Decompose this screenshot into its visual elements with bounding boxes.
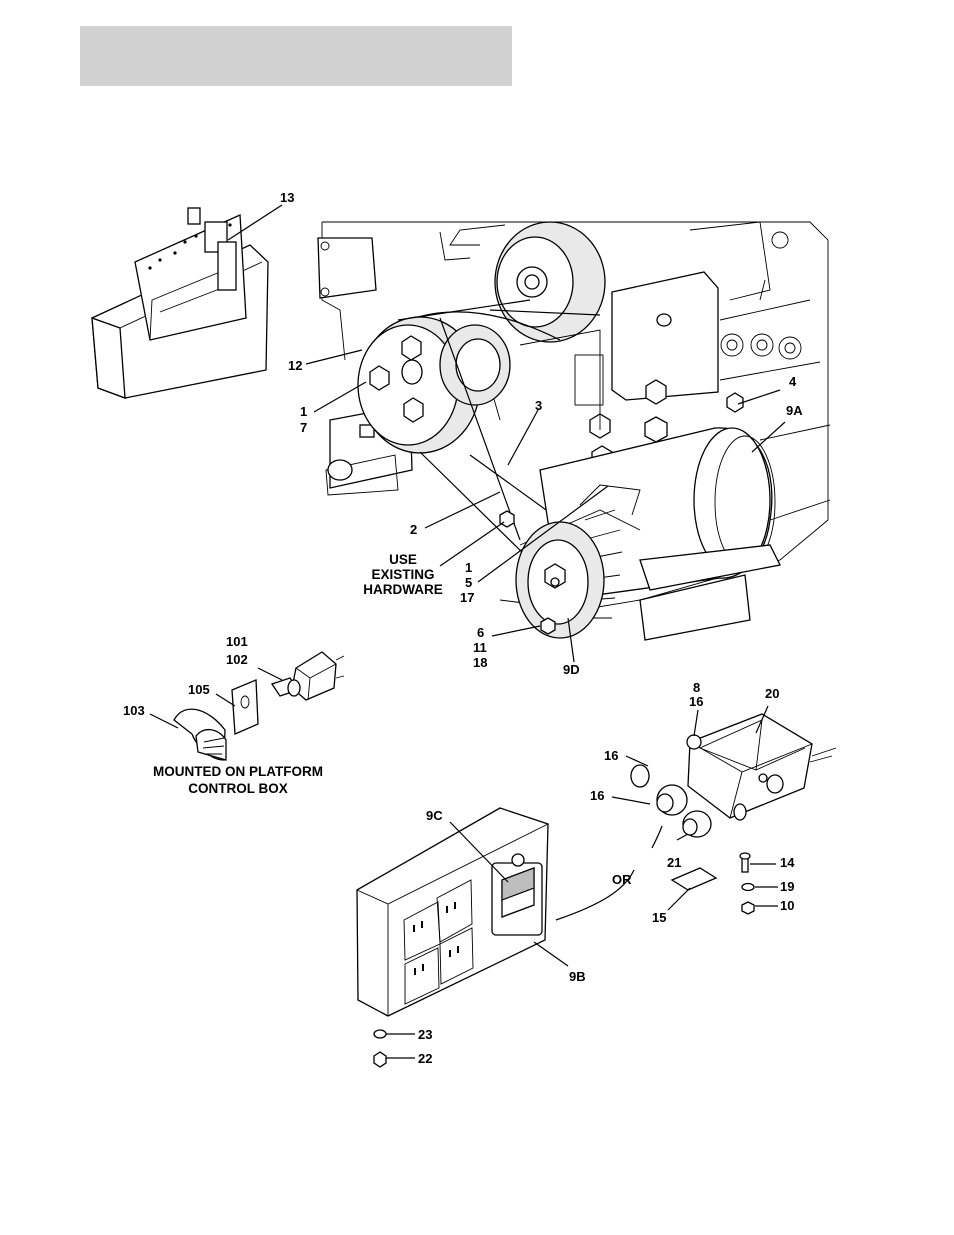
toggle-switch-icon xyxy=(272,652,344,700)
callout-11: 11 xyxy=(473,640,487,655)
callout-22: 22 xyxy=(418,1051,432,1066)
callout-1b: 1 xyxy=(465,560,472,575)
outlet-box-icon xyxy=(357,808,548,1016)
callout-16a: 16 xyxy=(689,694,703,709)
callout-4: 4 xyxy=(789,374,797,389)
callout-2: 2 xyxy=(410,522,417,537)
mounted-line1: MOUNTED ON PLATFORM xyxy=(153,764,323,779)
callout-3: 3 xyxy=(535,398,542,413)
callout-102: 102 xyxy=(226,652,248,667)
callout-18: 18 xyxy=(473,655,487,670)
callout-15: 15 xyxy=(652,910,666,925)
callout-or: OR xyxy=(612,872,632,887)
callout-16c: 16 xyxy=(590,788,604,803)
callout-101: 101 xyxy=(226,634,248,649)
bracket-icon xyxy=(92,208,268,398)
callout-21: 21 xyxy=(667,855,681,870)
use-existing-line1: USE xyxy=(389,552,417,567)
generator-icon xyxy=(500,425,830,640)
pulley-icon xyxy=(358,317,510,453)
guard-icon xyxy=(174,709,226,760)
callout-13: 13 xyxy=(280,190,294,205)
callout-6: 6 xyxy=(477,625,484,640)
callout-16b: 16 xyxy=(604,748,618,763)
callout-23: 23 xyxy=(418,1027,432,1042)
callout-19: 19 xyxy=(780,879,794,894)
callout-8: 8 xyxy=(693,680,700,695)
callout-14: 14 xyxy=(780,855,795,870)
callout-9B: 9B xyxy=(569,969,586,984)
callout-9C: 9C xyxy=(426,808,443,823)
junction-box-icon xyxy=(631,714,836,837)
callout-1: 1 xyxy=(300,404,307,419)
use-existing-line2: EXISTING xyxy=(371,567,434,582)
callout-105: 105 xyxy=(188,682,210,697)
use-existing-line3: HARDWARE xyxy=(363,582,443,597)
callout-12: 12 xyxy=(288,358,302,373)
callout-20: 20 xyxy=(765,686,779,701)
callout-17: 17 xyxy=(460,590,474,605)
callout-5: 5 xyxy=(465,575,472,590)
callout-103: 103 xyxy=(123,703,145,718)
callout-9D: 9D xyxy=(563,662,580,677)
callout-9A: 9A xyxy=(786,403,803,418)
mounted-line2: CONTROL BOX xyxy=(188,781,288,796)
callout-10: 10 xyxy=(780,898,794,913)
callout-7: 7 xyxy=(300,420,307,435)
plate-icon xyxy=(232,680,258,734)
